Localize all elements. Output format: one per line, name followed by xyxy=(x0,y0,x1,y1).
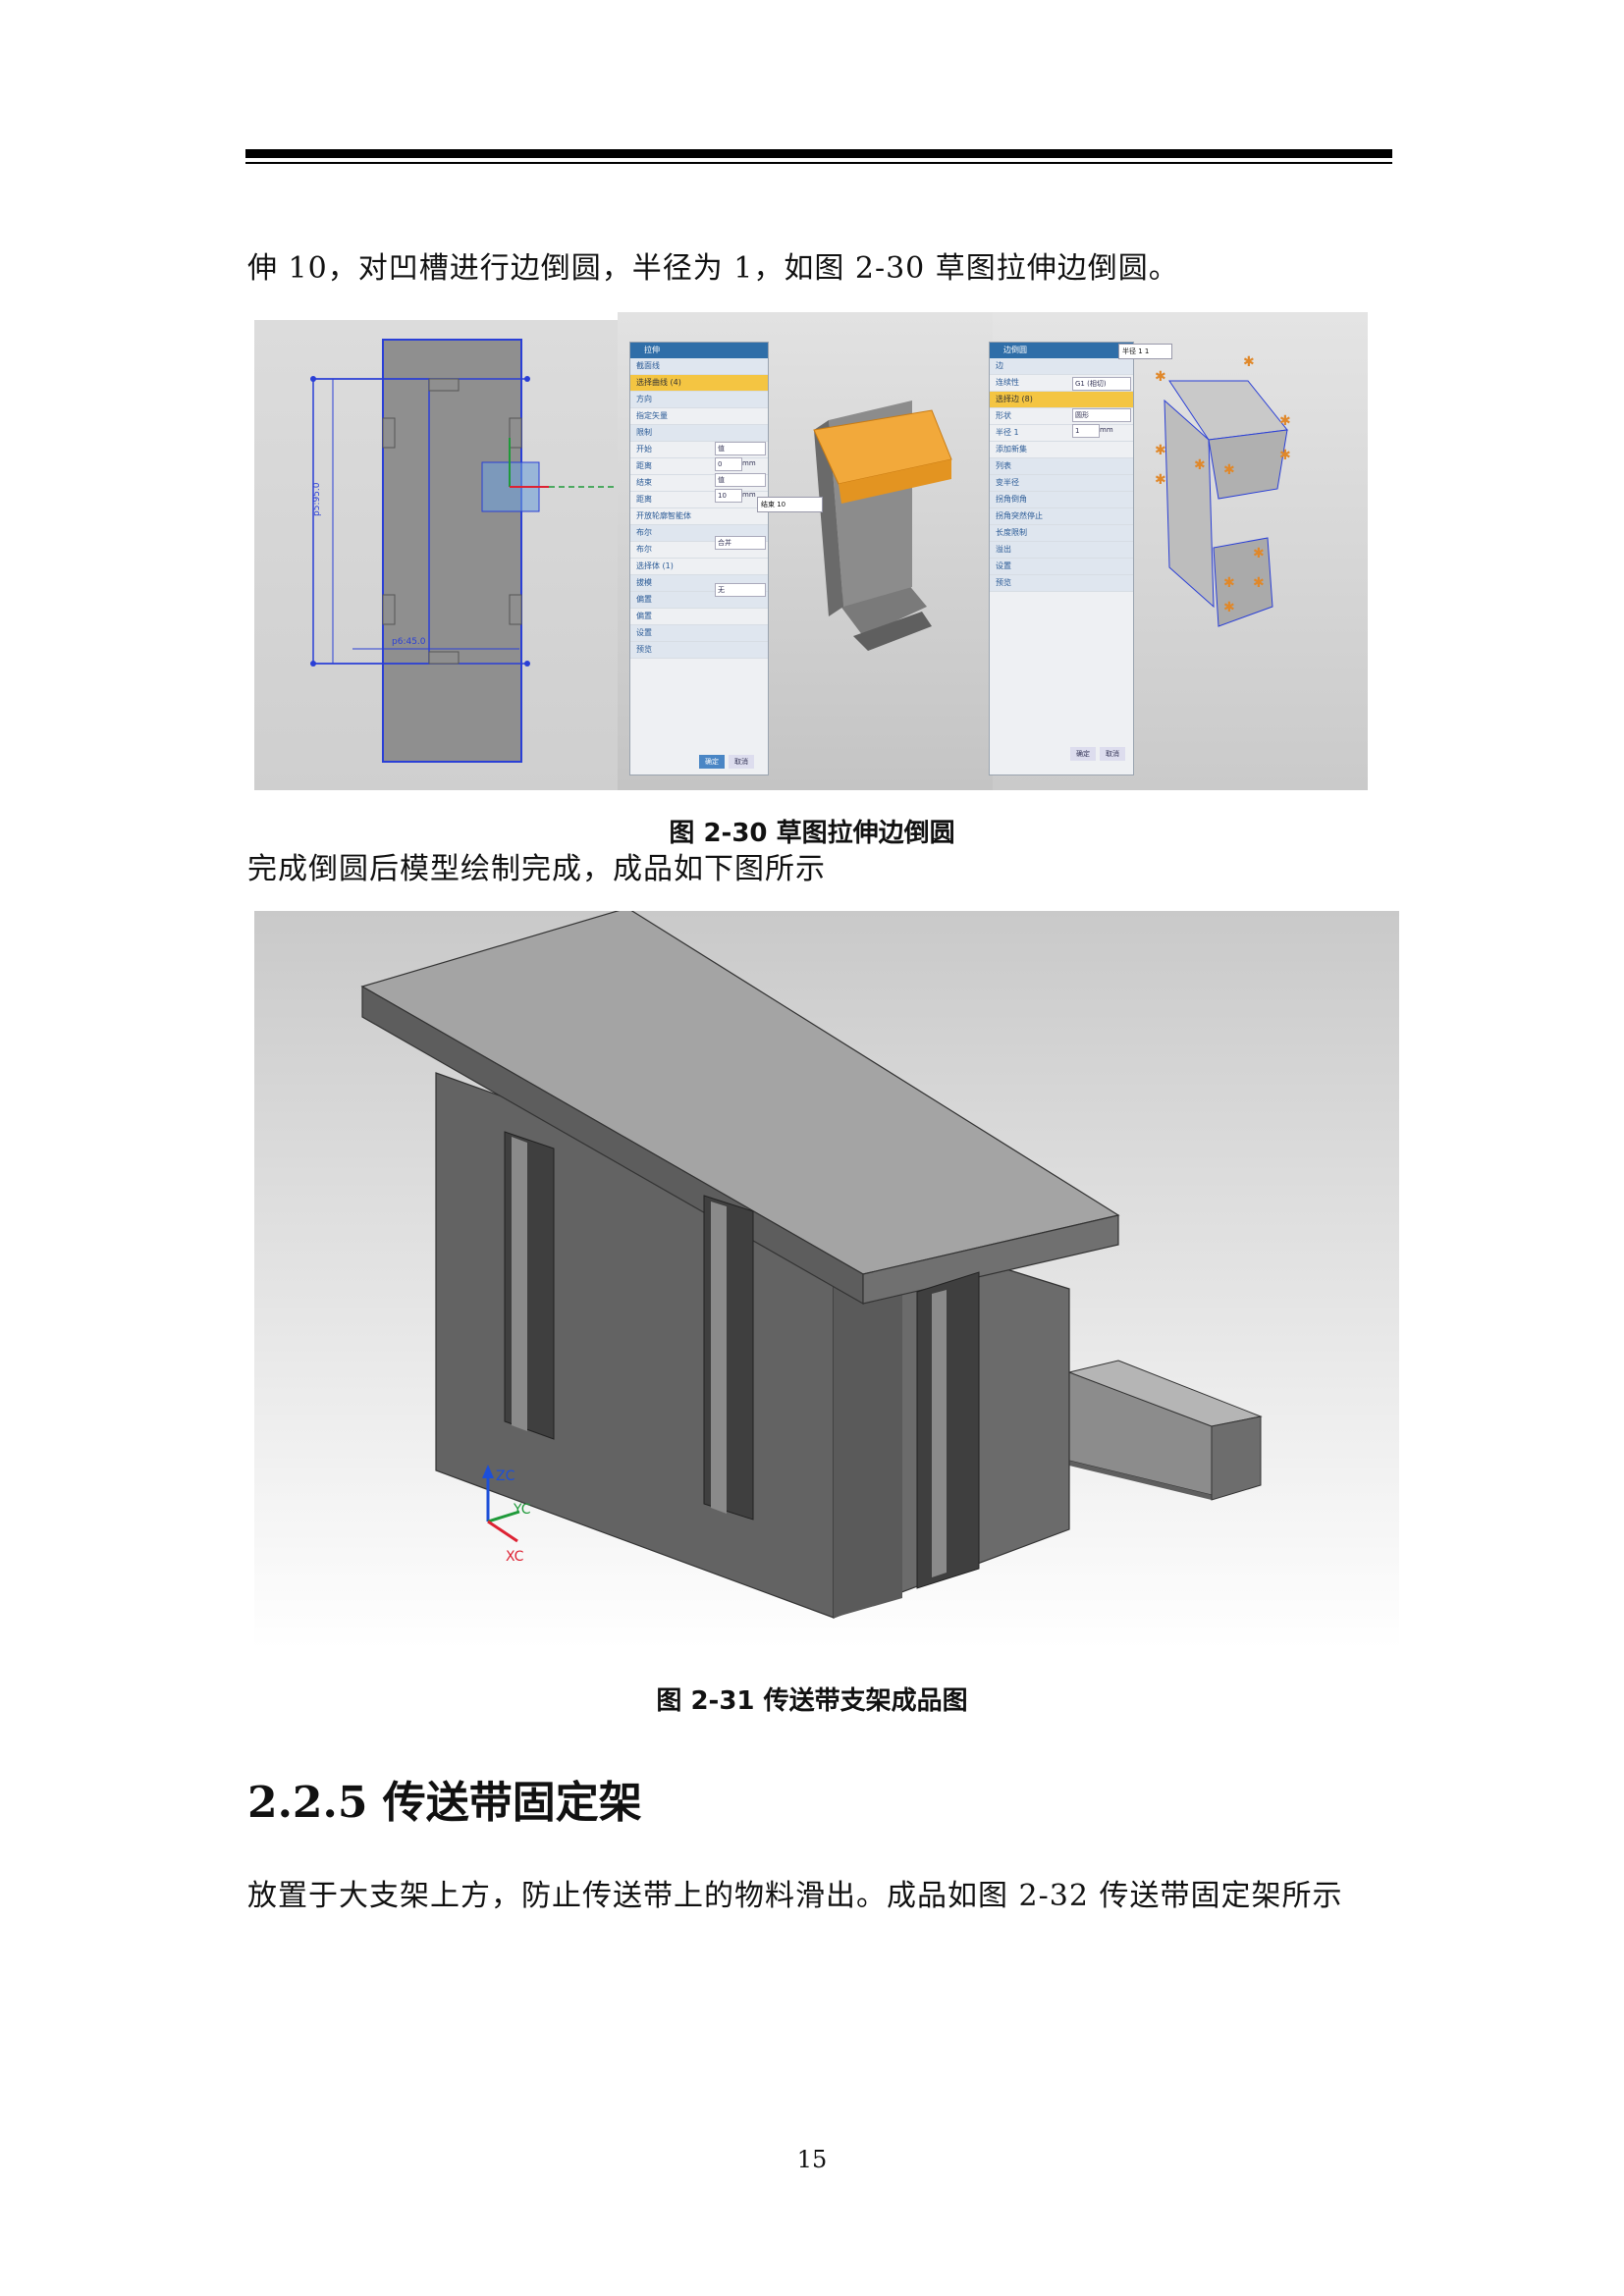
svg-text:✱: ✱ xyxy=(1223,600,1235,615)
extrude-row-limits[interactable]: 限制 xyxy=(630,425,768,442)
paragraph-2: 完成倒圆后模型绘制完成，成品如下图所示 xyxy=(247,852,826,886)
extrude-row-select-curve[interactable]: 选择曲线 (4) xyxy=(630,375,768,392)
sketch-panel: p5:95.0 p6:45.0 xyxy=(254,320,618,790)
blend-row-edge[interactable]: 边 xyxy=(990,358,1133,375)
svg-text:✱: ✱ xyxy=(1194,457,1206,473)
sketch-dim-horizontal: p6:45.0 xyxy=(392,637,426,647)
extrude-row-offset[interactable]: 偏置 xyxy=(630,609,768,625)
figure-2-31-caption: 图 2-31 传送带支架成品图 xyxy=(656,1686,968,1716)
header-rule-thick xyxy=(245,149,1392,158)
blend-row-continuity[interactable]: 连续性 xyxy=(990,375,1133,392)
svg-text:✱: ✱ xyxy=(1223,462,1235,478)
blend-panel: 边倒圆 边 连续性 选择边 (8) 形状 半径 1 添加新集 列表 变半径 拐角… xyxy=(989,312,1368,790)
extrude-row-distance-1[interactable]: 距离 xyxy=(630,458,768,475)
blend-radius-field[interactable]: 1 xyxy=(1072,424,1100,438)
blend-cancel-button[interactable]: 取消 xyxy=(1100,747,1125,761)
figure-2-31: ZC YC XC xyxy=(254,911,1399,1649)
extrude-row-start[interactable]: 开始 xyxy=(630,442,768,458)
extrude-row-vector[interactable]: 指定矢量 xyxy=(630,408,768,425)
svg-text:✱: ✱ xyxy=(1253,546,1265,561)
svg-text:✱: ✱ xyxy=(1279,448,1291,463)
svg-text:✱: ✱ xyxy=(1243,354,1255,370)
extrude-distance-1-unit: mm xyxy=(742,459,756,467)
extrude-dialog: 拉伸 截面线 选择曲线 (4) 方向 指定矢量 限制 开始 距离 结束 距离 开… xyxy=(629,342,769,775)
extrude-distance-2-field[interactable]: 10 xyxy=(715,489,742,503)
extrude-row-preview[interactable]: 预览 xyxy=(630,642,768,659)
extrude-row-boolean[interactable]: 布尔 xyxy=(630,542,768,559)
extrude-start-field[interactable]: 值 xyxy=(715,442,766,455)
extrude-end-field[interactable]: 值 xyxy=(715,473,766,487)
header-rule-thin xyxy=(245,162,1392,164)
blend-popup[interactable]: 半径 1 1 xyxy=(1118,344,1172,359)
extrude-row-open-profile[interactable]: 开放轮廓智能体 xyxy=(630,508,768,525)
figure-2-30-caption: 图 2-30 草图拉伸边倒圆 xyxy=(669,819,955,848)
paragraph-1: 伸 10，对凹槽进行边倒圆，半径为 1，如图 2-30 草图拉伸边倒圆。 xyxy=(247,251,1179,286)
extrude-cancel-button[interactable]: 取消 xyxy=(729,755,754,769)
blend-model: ✱ ✱ ✱ ✱ ✱ ✱ ✱ ✱ ✱ ✱ ✱ ✱ xyxy=(1155,354,1291,627)
blend-dialog-title: 边倒圆 xyxy=(990,343,1133,358)
extrude-row-direction[interactable]: 方向 xyxy=(630,392,768,408)
extrude-row-select-body[interactable]: 选择体 (1) xyxy=(630,559,768,575)
extrude-ok-button[interactable]: 确定 xyxy=(699,755,725,769)
extrude-distance-1-field[interactable]: 0 xyxy=(715,457,742,471)
svg-text:✱: ✱ xyxy=(1223,575,1235,591)
blend-dialog: 边倒圆 边 连续性 选择边 (8) 形状 半径 1 添加新集 列表 变半径 拐角… xyxy=(989,342,1134,775)
blend-row-settings[interactable]: 设置 xyxy=(990,559,1133,575)
blend-row-list[interactable]: 列表 xyxy=(990,458,1133,475)
svg-text:✱: ✱ xyxy=(1253,575,1265,591)
extrude-dialog-title: 拉伸 xyxy=(630,343,768,358)
svg-text:✱: ✱ xyxy=(1155,369,1166,385)
extrude-row-settings[interactable]: 设置 xyxy=(630,625,768,642)
blend-row-radius[interactable]: 半径 1 xyxy=(990,425,1133,442)
blend-row-variable-radius[interactable]: 变半径 xyxy=(990,475,1133,492)
extrude-row-section[interactable]: 截面线 xyxy=(630,358,768,375)
figure-2-30: p5:95.0 p6:45.0 拉伸 截面线 选择曲线 (4) 方向 指定矢量 … xyxy=(254,312,1368,790)
bracket-model: ZC YC XC xyxy=(360,911,1263,1619)
extrude-model xyxy=(813,400,952,651)
extrude-row-end[interactable]: 结束 xyxy=(630,475,768,492)
svg-text:✱: ✱ xyxy=(1155,443,1166,458)
blend-radius-unit: mm xyxy=(1100,426,1113,434)
blend-row-corner-stop[interactable]: 拐角突然停止 xyxy=(990,508,1133,525)
svg-text:✱: ✱ xyxy=(1155,472,1166,488)
sketch-drawing: p5:95.0 p6:45.0 xyxy=(310,339,618,763)
blend-shape-field[interactable]: 圆形 xyxy=(1072,408,1131,422)
axis-label-y: YC xyxy=(513,1502,531,1518)
extrude-boolean-field[interactable]: 合并 xyxy=(715,536,766,550)
extrude-offset-field[interactable]: 无 xyxy=(715,583,766,597)
blend-continuity-field[interactable]: G1 (相切) xyxy=(1072,377,1131,391)
page-number: 15 xyxy=(796,2146,828,2173)
extrude-row-distance-2[interactable]: 距离 xyxy=(630,492,768,508)
blend-row-overflow[interactable]: 溢出 xyxy=(990,542,1133,559)
blend-row-select-edge[interactable]: 选择边 (8) xyxy=(990,392,1133,408)
svg-text:✱: ✱ xyxy=(1279,413,1291,429)
blend-ok-button[interactable]: 确定 xyxy=(1070,747,1096,761)
blend-row-corner-setback[interactable]: 拐角倒角 xyxy=(990,492,1133,508)
blend-row-add-set[interactable]: 添加新集 xyxy=(990,442,1133,458)
section-heading-2-2-5: 2.2.5 传送带固定架 xyxy=(247,1778,642,1828)
axis-label-x: XC xyxy=(506,1549,524,1565)
blend-row-shape[interactable]: 形状 xyxy=(990,408,1133,425)
extrude-distance-2-unit: mm xyxy=(742,491,756,499)
blend-row-length-limit[interactable]: 长度限制 xyxy=(990,525,1133,542)
sketch-dim-vertical: p5:95.0 xyxy=(312,482,322,516)
paragraph-3: 放置于大支架上方，防止传送带上的物料滑出。成品如图 2-32 传送带固定架所示 xyxy=(247,1879,1343,1913)
blend-row-preview[interactable]: 预览 xyxy=(990,575,1133,592)
extrude-panel: 拉伸 截面线 选择曲线 (4) 方向 指定矢量 限制 开始 距离 结束 距离 开… xyxy=(618,312,993,790)
extrude-popup[interactable]: 结束 10 xyxy=(757,497,823,512)
axis-label-z: ZC xyxy=(496,1468,515,1484)
